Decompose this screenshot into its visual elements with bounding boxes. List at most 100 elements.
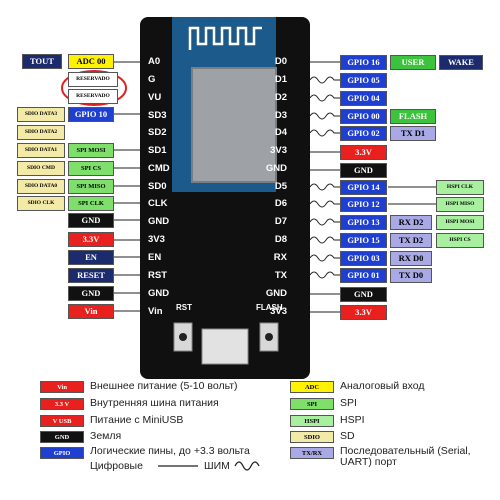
label-gpio13: GPIO 13	[340, 215, 387, 230]
legend-swatch-hspi: HSPI	[290, 415, 334, 427]
legend-swatch-3v3: 3.3 V	[40, 398, 84, 410]
label-gpio15: GPIO 15	[340, 233, 387, 248]
label-3v3-right-a: 3.3V	[340, 145, 387, 160]
flash-button-label: FLASH	[256, 303, 283, 312]
label-sdio-clk: SDIO CLK	[17, 196, 65, 211]
flash-button-cap	[265, 333, 273, 341]
label-sdio-data2: SDIO DATA2	[17, 125, 65, 140]
label-tx-d2: TX D2	[390, 233, 432, 248]
label-gpio02: GPIO 02	[340, 126, 387, 141]
pin-left-en: EN	[148, 252, 162, 263]
label-rx-d2: RX D2	[390, 215, 432, 230]
pin-left-gnd1: GND	[148, 216, 170, 227]
legend-text-adc: Аналоговый вход	[340, 380, 425, 392]
label-sdio-data1: SDIO DATA1	[17, 143, 65, 158]
label-spi-mosi: SPI MOSI	[68, 143, 114, 158]
pin-left-gnd2: GND	[148, 288, 170, 299]
label-gnd-left-1: GND	[68, 213, 114, 228]
label-tx-d1: TX D1	[390, 126, 436, 141]
legend-text-vusb: Питание с MiniUSB	[90, 414, 184, 426]
label-spi-clk: SPI CLK	[68, 196, 114, 211]
label-spi-miso: SPI MISO	[68, 179, 114, 194]
pin-right-tx: TX	[274, 270, 287, 281]
legend-swatch-spi: SPI	[290, 398, 334, 410]
legend-swatch-vin: Vin	[40, 381, 84, 393]
label-hspi-mosi: HSPI MOSI	[436, 215, 484, 230]
label-3v3-right-b: 3.3V	[340, 305, 387, 320]
label-gnd-right-1: GND	[340, 163, 387, 178]
legend-swatch-sdio: SDIO	[290, 431, 334, 443]
label-gpio05: GPIO 05	[340, 73, 387, 88]
pin-left-sd3: SD3	[148, 110, 167, 121]
legend-text-uart: Последовательный (Serial, UART) порт	[340, 445, 471, 468]
pin-left-clk: CLK	[148, 198, 168, 209]
pin-left-vin: Vin	[148, 306, 163, 317]
label-gnd-right-2: GND	[340, 287, 387, 302]
label-gnd-left-2: GND	[68, 286, 114, 301]
legend-text-gnd: Земля	[90, 430, 122, 442]
legend-text-digital: Цифровые	[90, 460, 143, 472]
label-gpio16: GPIO 16	[340, 55, 387, 70]
label-tout: TOUT	[22, 54, 62, 69]
pin-left-cmd: CMD	[148, 163, 170, 174]
pin-right-d7: D7	[274, 216, 287, 227]
pin-left-3v3: 3V3	[148, 234, 165, 245]
legend-swatch-uart: TX/RX	[290, 447, 334, 459]
pin-right-d1: D1	[274, 74, 287, 85]
legend-swatch-vusb: V USB	[40, 415, 84, 427]
label-flash: FLASH	[390, 109, 436, 124]
right-digital-lines	[310, 61, 436, 313]
label-spi-cs: SPI CS	[68, 161, 114, 176]
micro-usb-port	[201, 328, 249, 365]
pin-left-a0: A0	[148, 56, 161, 67]
rst-button-cap	[179, 333, 187, 341]
legend-text-sdio: SD	[340, 430, 355, 442]
label-adc0: ADC 00	[68, 54, 114, 69]
legend-text-pwm: ШИМ	[204, 460, 230, 472]
pin-left-sd1: SD1	[148, 145, 167, 156]
pin-left-sd0: SD0	[148, 181, 167, 192]
pin-right-d5: D5	[274, 181, 287, 192]
label-gpio01: GPIO 01	[340, 268, 387, 283]
legend-swatch-gpio: GPIO	[40, 447, 84, 459]
pin-left-vu: VU	[148, 92, 162, 103]
legend-text-hspi: HSPI	[340, 414, 365, 426]
right-pwm-lines	[309, 76, 340, 279]
pin-right-gnd2: GND	[265, 288, 287, 299]
label-reserved-1: RESERVADO	[68, 72, 118, 87]
label-vin: Vin	[68, 304, 114, 319]
label-gpio00: GPIO 00	[340, 109, 387, 124]
pin-right-gnd1: GND	[265, 163, 287, 174]
label-hspi-clk: HSPI CLK	[436, 180, 484, 195]
label-hspi-cs: HSPI CS	[436, 233, 484, 248]
label-sdio-cmd: SDIO CMD	[17, 161, 65, 176]
pin-right-3v3a: 3V3	[270, 145, 287, 156]
antenna-area	[172, 17, 276, 62]
label-3v3-left: 3.3V	[68, 232, 114, 247]
antenna-trace	[188, 26, 262, 50]
label-gpio12: GPIO 12	[340, 197, 387, 212]
left-connector-lines	[112, 61, 140, 312]
label-tx-d0: TX D0	[390, 268, 432, 283]
pin-left-sd2: SD2	[148, 127, 167, 138]
legend-swatch-adc: ADC	[290, 381, 334, 393]
pin-right-d4: D4	[274, 127, 287, 138]
pin-right-d0: D0	[274, 56, 287, 67]
label-reserved-2: RESERVADO	[68, 89, 118, 104]
pin-right-d3: D3	[274, 110, 287, 121]
label-hspi-miso: HSPI MISO	[436, 197, 484, 212]
pin-right-d6: D6	[274, 198, 287, 209]
label-sdio-data3: SDIO DATA3	[17, 107, 65, 122]
label-gpio14: GPIO 14	[340, 180, 387, 195]
legend-pwm-wave	[234, 461, 260, 471]
label-user: USER	[390, 55, 436, 70]
reserved-highlight-ellipse	[61, 70, 127, 106]
pin-left-g: G	[148, 74, 156, 85]
label-gpio03: GPIO 03	[340, 251, 387, 266]
label-gpio04: GPIO 04	[340, 91, 387, 106]
pin-right-3v3b: 3V3	[270, 306, 287, 317]
label-gpio10: GPIO 10	[68, 107, 114, 122]
pin-right-d2: D2	[274, 92, 287, 103]
legend-swatch-gnd: GND	[40, 431, 84, 443]
